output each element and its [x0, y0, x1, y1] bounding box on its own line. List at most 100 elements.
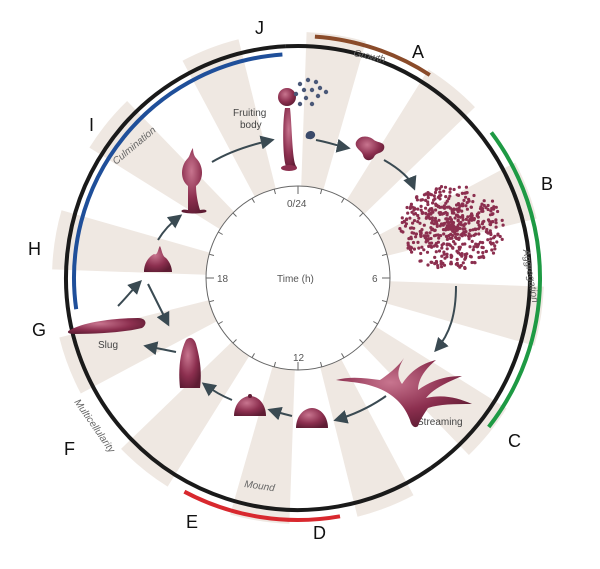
aggregating-cell: [424, 237, 428, 241]
aggregating-cell: [439, 234, 443, 238]
aggregating-cell: [485, 227, 489, 232]
aggregating-cell: [457, 246, 462, 250]
aggregating-cell: [436, 240, 440, 244]
aggregating-cell: [410, 250, 414, 254]
aggregating-cell: [428, 241, 432, 245]
aggregating-cell: [401, 230, 405, 234]
aggregating-cell: [429, 236, 433, 241]
stage-label-fruiting-2: body: [240, 120, 262, 131]
clock-mark-12: 12: [293, 353, 305, 364]
aggregating-cell: [444, 227, 448, 231]
aggregating-cell: [408, 248, 413, 252]
aggregating-cell: [501, 223, 505, 227]
aggregating-cell: [457, 237, 461, 241]
aggregating-cell: [467, 232, 471, 236]
aggregating-cell: [477, 211, 481, 215]
aggregating-cell: [451, 233, 455, 238]
spore: [309, 101, 315, 107]
aggregating-cell: [422, 223, 426, 227]
label-e: E: [186, 512, 198, 532]
aggregating-cell: [448, 236, 452, 240]
aggregating-cell: [471, 200, 475, 204]
aggregating-cell: [451, 221, 456, 225]
aggregating-cell: [469, 214, 473, 218]
aggregating-cell: [442, 250, 446, 254]
aggregating-cell: [469, 234, 473, 238]
aggregating-cell: [444, 217, 448, 221]
aggregating-cell: [426, 263, 430, 267]
label-d: D: [313, 523, 326, 543]
clock-mark-18: 18: [217, 274, 229, 285]
aggregating-cell: [464, 217, 468, 221]
aggregating-cell: [424, 206, 428, 210]
aggregating-cell: [416, 220, 420, 224]
aggregating-cell: [413, 207, 417, 211]
aggregating-cell: [398, 227, 402, 231]
aggregating-cell: [467, 234, 471, 238]
aggregating-cell: [465, 191, 469, 195]
aggregating-cell: [460, 191, 464, 195]
aggregating-cell: [453, 216, 457, 220]
aggregating-cell: [486, 231, 490, 235]
aggregating-cell: [448, 187, 452, 191]
aggregating-cell: [424, 231, 428, 235]
label-f: F: [64, 439, 75, 459]
aggregating-cell: [480, 202, 484, 206]
aggregating-cell: [440, 254, 444, 258]
outer-ring-arc: [63, 44, 433, 512]
arrow-8: [117, 280, 142, 307]
aggregating-cell: [489, 209, 493, 213]
aggregating-cell: [419, 251, 423, 256]
aggregating-cell: [433, 228, 437, 232]
aggregating-cell: [430, 221, 434, 225]
slug-organism: [67, 318, 146, 334]
arrow-1: [315, 138, 351, 153]
arrow-4: [333, 395, 387, 424]
aggregating-cell: [445, 205, 449, 209]
aggregating-cell: [459, 263, 463, 268]
aggregating-cell: [443, 221, 447, 225]
aggregating-cell: [489, 237, 493, 241]
time-wedge: [182, 39, 276, 197]
aggregating-cell: [412, 219, 417, 223]
aggregating-cell: [438, 224, 442, 228]
label-j: J: [255, 18, 264, 38]
aggregating-cell: [412, 212, 416, 216]
aggregation-phase-arc: [487, 131, 542, 429]
aggregating-cell: [476, 244, 480, 248]
aggregating-cell: [448, 194, 452, 198]
cycle-arrows: [117, 135, 457, 424]
aggregating-cell: [491, 251, 496, 255]
aggregating-cell: [410, 226, 414, 230]
aggregating-cell: [471, 248, 475, 252]
culmination-phase-arc: [72, 52, 283, 310]
aggregating-cell: [486, 238, 490, 242]
aggregating-cell: [494, 221, 498, 225]
aggregating-cell: [500, 218, 504, 222]
aggregating-cell: [435, 244, 439, 248]
clock-mark-6: 6: [372, 274, 378, 285]
aggregating-cell: [431, 218, 435, 223]
aggregating-cell: [476, 219, 480, 224]
aggregating-cell: [455, 213, 460, 218]
aggregating-cell: [444, 195, 448, 199]
aggregating-cell: [429, 211, 433, 216]
aggregating-cell: [459, 223, 464, 227]
aggregating-cell: [427, 215, 431, 220]
aggregating-cell: [460, 209, 464, 213]
aggregating-cell: [415, 198, 419, 202]
aggregating-cell: [468, 245, 472, 249]
tipped-mound-organism: [179, 337, 201, 388]
aggregating-cell: [427, 209, 431, 213]
aggregating-cell: [422, 248, 426, 252]
aggregating-cell: [402, 219, 406, 223]
aggregating-cell: [456, 208, 460, 213]
aggregating-cell: [447, 221, 451, 225]
aggregating-cell: [438, 197, 442, 201]
aggregating-cell: [426, 202, 430, 207]
aggregating-cell: [425, 215, 429, 219]
aggregation-cell-cloud: [398, 185, 505, 270]
clock-tick: [341, 198, 345, 203]
arrow-5: [267, 406, 293, 421]
spore: [301, 87, 307, 93]
